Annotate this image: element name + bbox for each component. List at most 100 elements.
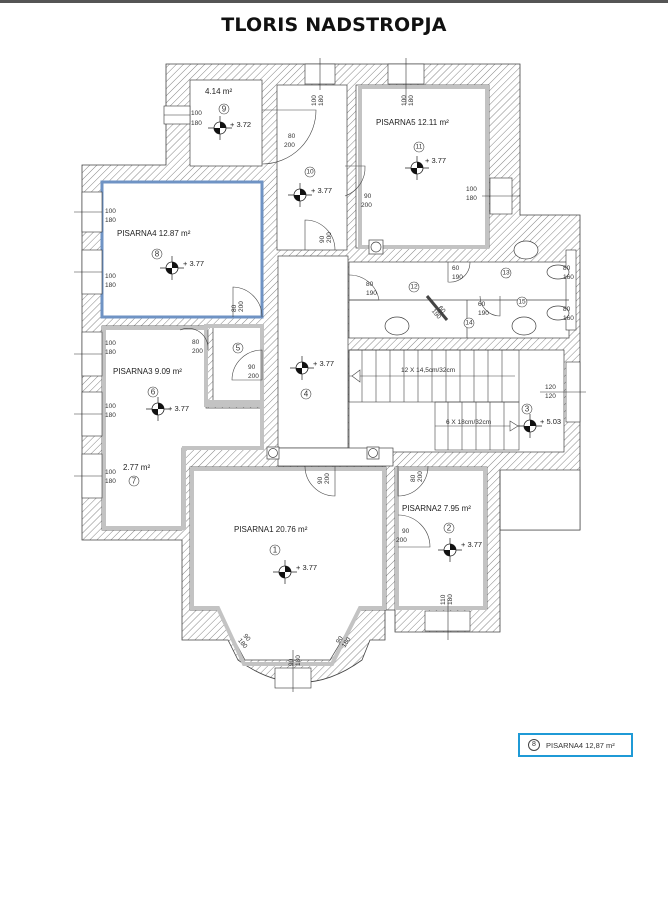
- dimension-label: 80: [288, 133, 296, 140]
- dimension-label: 160: [563, 274, 574, 281]
- dimension-label: 180: [191, 120, 202, 127]
- room-number: 10: [306, 169, 314, 176]
- dimension-label: 60: [436, 305, 446, 315]
- room-number: 8: [155, 250, 160, 259]
- dimension-label: 180: [105, 349, 116, 356]
- dimension-label: 180: [105, 478, 116, 485]
- room-number-texts: 1 2 3 4 5 6 7 8 9 10 11 12 13 14 15: [132, 105, 530, 555]
- dimension-label: 180: [105, 217, 116, 224]
- stair-label-upper: 12 X 14,5cm/32cm: [401, 367, 455, 374]
- selected-room-tooltip[interactable]: 8 PISARNA4 12,87 m²: [518, 733, 633, 757]
- level-values: + 3.77 + 3.77 + 5.03 + 3.77 + 3.77 + 3.7…: [168, 120, 561, 572]
- dimension-label: 100: [105, 273, 116, 280]
- sink-icon: [384, 316, 410, 336]
- dimension-label: 80: [563, 265, 571, 272]
- dimension-label: 200: [396, 537, 407, 544]
- dimension-label: 180: [105, 412, 116, 419]
- dimension-label: 200: [284, 142, 295, 149]
- room-label-7: 2.77 m²: [123, 463, 150, 472]
- dimension-label: 80: [366, 281, 374, 288]
- room-number: 5: [236, 344, 241, 353]
- dimension-label: 90: [335, 635, 345, 645]
- dimension-label: 90: [319, 235, 326, 243]
- dimension-label: 200: [324, 473, 331, 484]
- dimension-label: 90: [364, 193, 372, 200]
- sanitary-fixtures: [266, 239, 570, 460]
- dimension-label: 190: [366, 290, 377, 297]
- level-value: + 3.72: [230, 120, 251, 129]
- dimension-label: 180: [466, 195, 477, 202]
- dimension-label: 80: [231, 304, 238, 312]
- dimension-label: 80: [410, 474, 417, 482]
- dimension-label: 200: [248, 373, 259, 380]
- dimension-label: 100: [105, 208, 116, 215]
- dimension-label: 100: [311, 95, 318, 106]
- room-label-9: 4.14 m²: [205, 87, 232, 96]
- level-value: + 3.77: [461, 540, 482, 549]
- level-value: + 3.77: [425, 156, 446, 165]
- dimension-label: 80: [563, 306, 571, 313]
- dimension-label: 180: [105, 282, 116, 289]
- toilet-icon: [546, 264, 570, 280]
- dimension-label: 100: [401, 95, 408, 106]
- dimension-label: 110: [440, 594, 447, 605]
- room-11-outline: [358, 85, 489, 249]
- dimension-label: 120: [545, 384, 556, 391]
- windows: [74, 58, 586, 692]
- staircase: [348, 349, 520, 451]
- room-8-selected-outline[interactable]: [100, 180, 264, 319]
- dimension-label: 180: [408, 95, 415, 106]
- dimension-label: 200: [417, 471, 424, 482]
- stair-label-lower: 6 X 18cm/32cm: [446, 419, 491, 426]
- dimension-label: 90: [402, 528, 410, 535]
- room-number: 11: [416, 144, 423, 151]
- room-number: 2: [447, 524, 452, 533]
- sink-icon: [513, 240, 539, 260]
- dimension-label: 200: [192, 348, 203, 355]
- level-value: + 3.77: [311, 186, 332, 195]
- room-2-outline: [395, 467, 487, 610]
- dimension-label: 180: [318, 95, 325, 106]
- dimension-label: 200: [326, 232, 333, 243]
- room-number: 6: [151, 388, 156, 397]
- level-value: + 3.77: [183, 259, 204, 268]
- tooltip-label: PISARNA4 12,87 m²: [546, 740, 615, 750]
- room-numbers: [128, 103, 533, 556]
- room-number-badge: 8: [528, 739, 540, 751]
- dimension-label: 200: [238, 301, 245, 312]
- dimension-label: 190: [478, 310, 489, 317]
- dimension-label: 90: [288, 658, 295, 666]
- room-label-1: PISARNA1 20.76 m²: [234, 525, 308, 534]
- room-labels: PISARNA1 20.76 m² PISARNA2 7.95 m² PISAR…: [113, 87, 471, 534]
- dimension-label: 100: [105, 340, 116, 347]
- doors: [179, 109, 501, 548]
- dimension-label: 80: [192, 339, 200, 346]
- dimension-label: 190: [452, 274, 463, 281]
- level-value: + 3.77: [296, 563, 317, 572]
- room-1-outline: [190, 467, 386, 666]
- level-value: + 5.03: [540, 417, 561, 426]
- room-number: 13: [502, 270, 510, 277]
- dimension-label: 100: [191, 110, 202, 117]
- room-number: 7: [132, 477, 137, 486]
- dimension-label: 60: [478, 301, 486, 308]
- dimension-label: 160: [563, 315, 574, 322]
- room-number: 1: [273, 546, 278, 555]
- dimension-label: 90: [317, 476, 324, 484]
- window-top-edge: [0, 0, 668, 3]
- dimension-label: 90: [241, 633, 251, 643]
- stair-labels: 12 X 14,5cm/32cm 6 X 18cm/32cm: [401, 367, 491, 426]
- dimension-label: 200: [361, 202, 372, 209]
- dimension-label: 180: [447, 594, 454, 605]
- room-label-6: PISARNA3 9.09 m²: [113, 367, 182, 376]
- room-label-2: PISARNA2 7.95 m²: [402, 504, 471, 513]
- room-number: 12: [410, 284, 418, 291]
- dimension-label: 180: [295, 655, 302, 666]
- sink-icon: [511, 316, 537, 336]
- room-number: 3: [525, 405, 530, 414]
- room-number: 9: [222, 105, 227, 114]
- room-number: 14: [465, 320, 473, 327]
- dimension-label: 100: [105, 469, 116, 476]
